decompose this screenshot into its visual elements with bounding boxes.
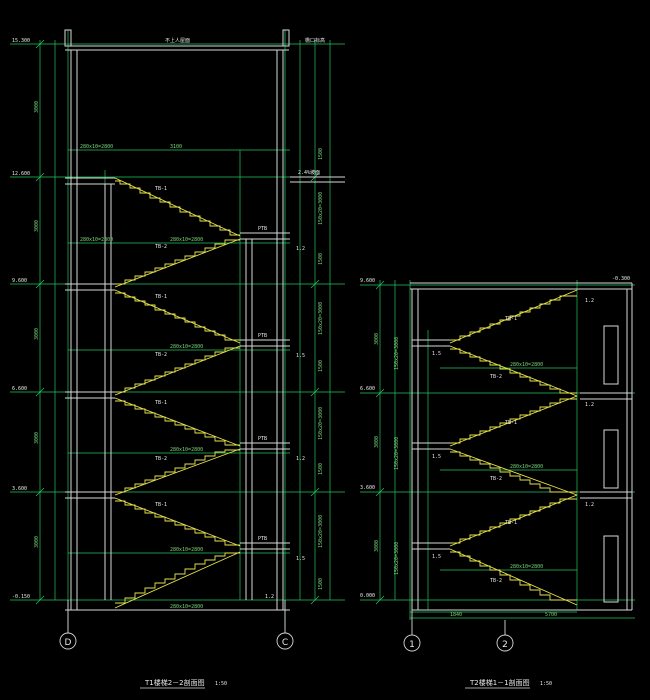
t2-elev-5: -0.300 xyxy=(612,276,630,282)
t1-tread-3: TB-1 xyxy=(155,294,167,300)
t2-flight-dim-1: 280x10=2800 xyxy=(510,362,543,368)
t1-right-dim-8: 150x20=3000 xyxy=(318,515,324,548)
t1-tread-4: TB-2 xyxy=(155,352,167,358)
t1-floor-height-3: 3000 xyxy=(34,328,40,340)
t1-flight-dim-7: 280x10=2800 xyxy=(80,237,113,243)
t1-elev-2: 12.600 xyxy=(12,171,30,177)
t1-flight-dim-2: 280x10=2800 xyxy=(170,344,203,350)
t2-flight-dim-2: 280x10=2800 xyxy=(510,464,543,470)
t1-grid-lines xyxy=(10,30,345,630)
t1-tag-2: PTB xyxy=(258,226,267,232)
t1-title: T1楼梯2－2剖面图 xyxy=(144,678,205,687)
t1-right-dim-4: 150x20=3000 xyxy=(318,302,324,335)
t2-tag-3: 1.2 xyxy=(585,402,594,408)
t1-tag-3: 1.5 xyxy=(296,353,305,359)
axis-bubble-1 xyxy=(403,634,421,652)
section-t1: D C 不上人屋面 檐口标高 3100 2.4%坡面 15.300 12.600… xyxy=(10,29,345,689)
t1-walls xyxy=(64,29,345,611)
t2-floor-height-2: 3000 xyxy=(374,436,380,448)
t1-right-dim-5: 1500 xyxy=(318,360,324,372)
t2-axis-left-label: 1 xyxy=(409,640,415,650)
t2-floor-height-1: 3000 xyxy=(374,333,380,345)
t1-elev-6: -0.150 xyxy=(12,594,30,600)
t2-tag-2: 1.5 xyxy=(432,351,441,357)
t2-tread-3: TB-1 xyxy=(505,420,517,426)
t1-scale: 1:50 xyxy=(215,681,227,687)
t1-tag-1: 1.2 xyxy=(296,246,305,252)
t2-elev-4: 0.000 xyxy=(360,593,375,599)
t2-elev-3: 3.600 xyxy=(360,485,375,491)
t2-tread-4: TB-2 xyxy=(490,476,502,482)
t1-flight-dim-6: 280x10=2800 xyxy=(80,144,113,150)
t2-tread-6: TB-2 xyxy=(490,578,502,584)
t2-stairs xyxy=(449,289,578,606)
t1-roof-label: 不上人屋面 xyxy=(165,37,190,44)
t2-tag-5: 1.2 xyxy=(585,502,594,508)
axis-bubble-d xyxy=(59,632,77,650)
t1-tread-6: TB-2 xyxy=(155,456,167,462)
t1-elev-1: 15.300 xyxy=(12,38,30,44)
t1-slab-label: 2.4%坡面 xyxy=(298,169,320,176)
t2-grid-lines xyxy=(360,280,635,620)
t1-flight-dim-1: 280x10=2800 xyxy=(170,237,203,243)
t1-elev-3: 9.600 xyxy=(12,278,27,284)
t1-flight-dim-5: 280x10=2800 xyxy=(170,604,203,610)
t1-tread-2: TB-2 xyxy=(155,244,167,250)
t2-tread-1: TB-1 xyxy=(505,316,517,322)
t1-top-dim: 3100 xyxy=(170,144,182,150)
t1-tag-9: 1.2 xyxy=(265,594,274,600)
t2-title: T2楼梯1－1剖面图 xyxy=(469,678,530,687)
t1-floor-height-2: 3000 xyxy=(34,220,40,232)
t2-left-dim-2: 150x20=3000 xyxy=(394,437,400,470)
t2-left-dim-1: 150x20=3000 xyxy=(394,337,400,370)
t1-axis-left-label: D xyxy=(65,638,72,648)
t1-tag-6: PTB xyxy=(258,436,267,442)
t1-right-dim-7: 1500 xyxy=(318,463,324,475)
t1-tag-8: PTB xyxy=(258,536,267,542)
t1-elev-5: 3.600 xyxy=(12,486,27,492)
t1-right-dim-9: 1500 xyxy=(318,578,324,590)
t1-floor-height-4: 3000 xyxy=(34,432,40,444)
t1-tread-5: TB-1 xyxy=(155,400,167,406)
t1-floor-height-1: 3000 xyxy=(34,101,40,113)
t2-floor-height-3: 3000 xyxy=(374,540,380,552)
t1-right-dim-3: 1500 xyxy=(318,253,324,265)
t1-flight-dim-4: 280x10=2800 xyxy=(170,547,203,553)
t2-axis-right-label: 2 xyxy=(502,640,508,650)
t2-tag-4: 1.5 xyxy=(432,454,441,460)
t2-elev-2: 6.600 xyxy=(360,386,375,392)
t1-axis-right-label: C xyxy=(282,638,288,648)
axis-bubble-2 xyxy=(496,634,514,652)
t2-tag-1: 1.2 xyxy=(585,298,594,304)
section-t2: 1 2 9.600 6.600 3.600 0.000 -0.300 3000 … xyxy=(360,276,635,689)
t1-right-dim-6: 150x20=3000 xyxy=(318,407,324,440)
axis-bubble-c xyxy=(276,632,294,650)
t1-tag-4: PTB xyxy=(258,333,267,339)
t2-tread-2: TB-2 xyxy=(490,374,502,380)
t1-tread-1: TB-1 xyxy=(155,186,167,192)
t2-elev-1: 9.600 xyxy=(360,278,375,284)
t2-scale: 1:50 xyxy=(540,681,552,687)
t1-right-dim-1: 1500 xyxy=(318,148,324,160)
t1-tag-5: 1.2 xyxy=(296,456,305,462)
t2-left-dim-3: 150x20=3000 xyxy=(394,542,400,575)
t2-tag-6: 1.5 xyxy=(432,554,441,560)
t1-right-dim-2: 150x20=3000 xyxy=(318,192,324,225)
t1-stairs xyxy=(114,177,241,609)
t1-roof-label-right: 檐口标高 xyxy=(305,37,325,44)
t1-elev-4: 6.600 xyxy=(12,386,27,392)
t1-floor-height-5: 3000 xyxy=(34,536,40,548)
t2-walls xyxy=(410,282,633,611)
t1-tag-7: 1.5 xyxy=(296,556,305,562)
t2-bottom-dim-left: 1840 xyxy=(450,612,462,618)
t2-bottom-dim-total: 5700 xyxy=(545,612,557,618)
t2-flight-dim-3: 280x10=2800 xyxy=(510,564,543,570)
t2-tread-5: TB-1 xyxy=(505,520,517,526)
t1-tread-7: TB-1 xyxy=(155,502,167,508)
t1-flight-dim-3: 280x10=2800 xyxy=(170,447,203,453)
